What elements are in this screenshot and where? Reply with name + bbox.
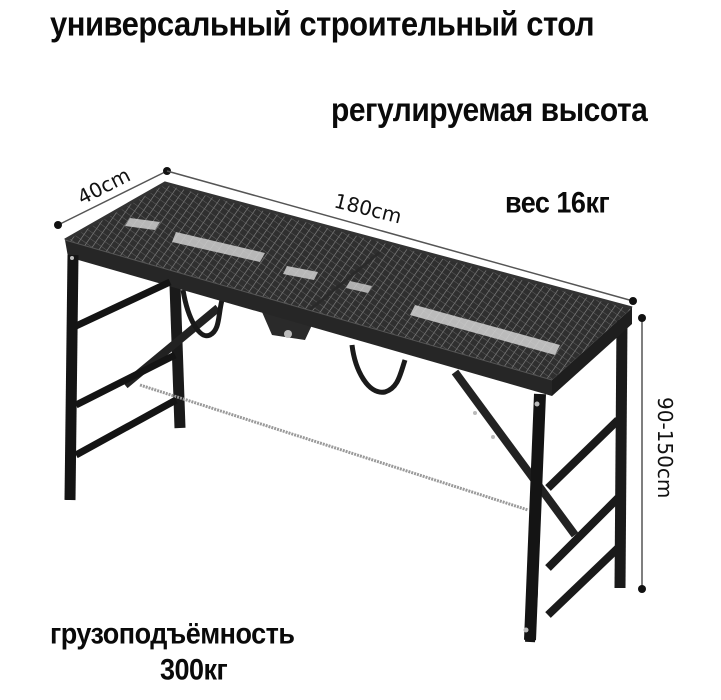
mesh-tabletop	[64, 181, 633, 396]
feature-adjustable-height: регулируемая высота	[331, 92, 648, 129]
back-legs	[169, 284, 628, 618]
leg-bolts	[70, 256, 540, 633]
front-legs	[64, 254, 546, 643]
length-label: 180cm	[332, 189, 404, 229]
dimension-height: 90-150cm	[638, 314, 677, 593]
load-capacity-label: грузоподъёмность	[50, 617, 295, 650]
product-weight: вес 16кг	[505, 186, 610, 219]
tension-cable	[139, 383, 529, 512]
carry-straps	[180, 289, 408, 395]
center-hinge	[262, 312, 312, 340]
product-title: универсальный строительный стол	[50, 4, 595, 44]
height-label: 90-150cm	[653, 397, 677, 498]
load-capacity-value: 300кг	[160, 653, 228, 686]
